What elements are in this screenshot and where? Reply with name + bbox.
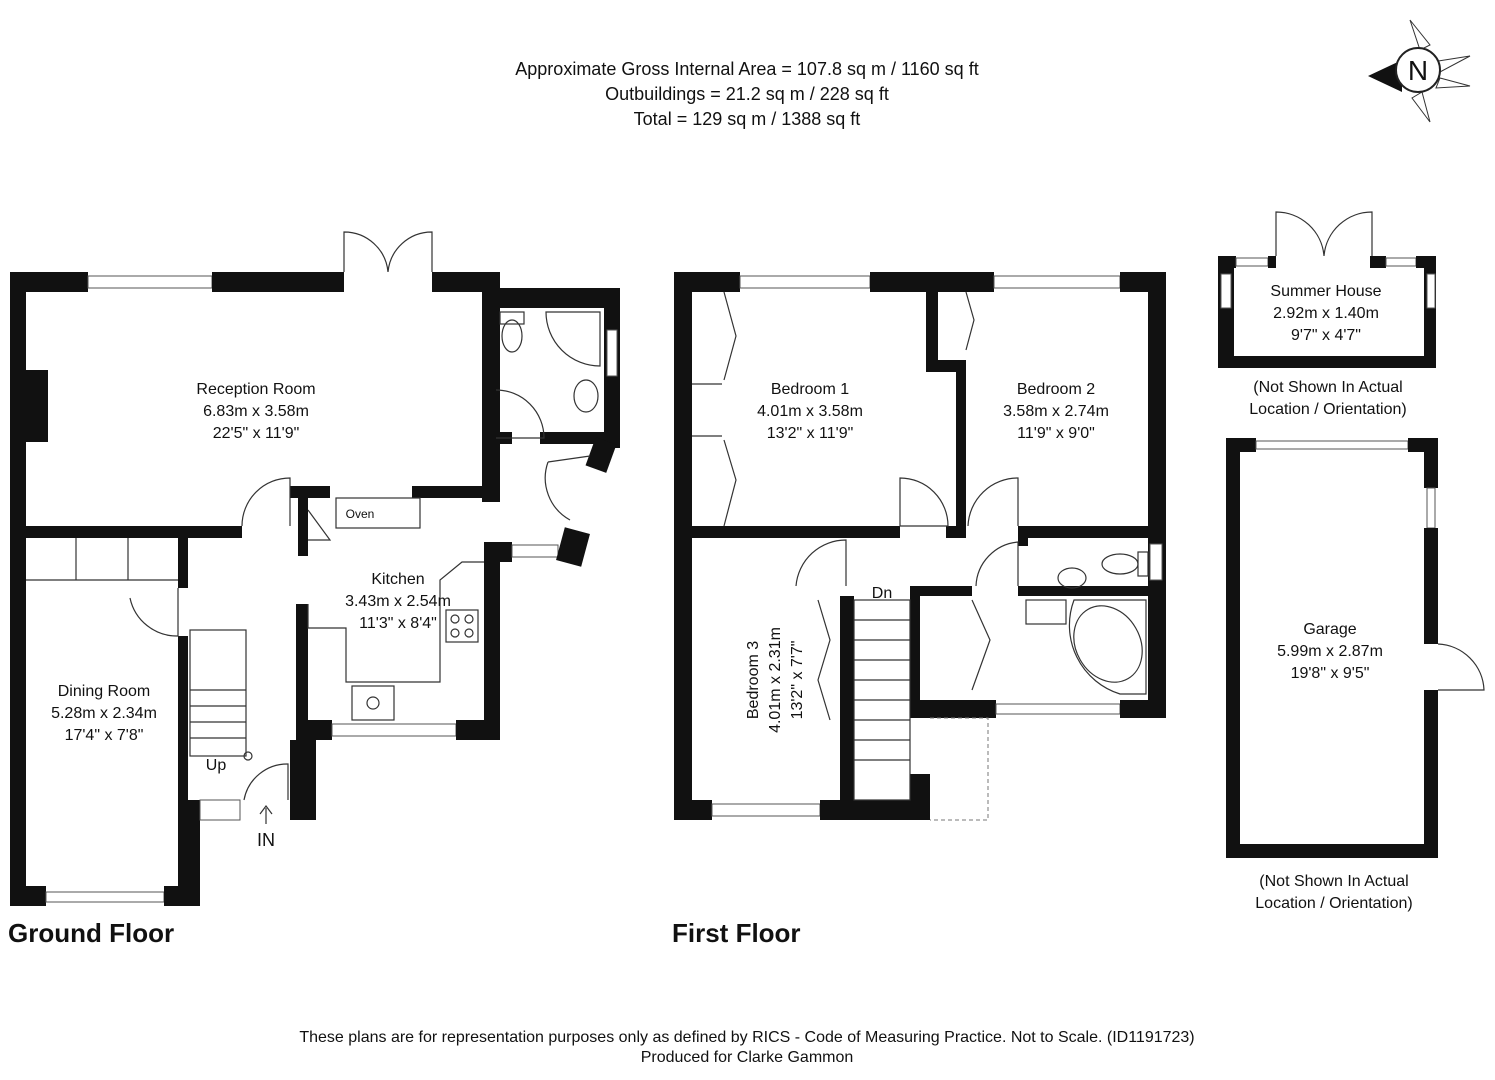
bedroom2-metric: 3.58m x 2.74m — [1003, 403, 1109, 420]
garage-plan: Garage 5.99m x 2.87m 19'8" x 9'5" (Not S… — [1226, 438, 1485, 912]
bedroom2-imperial: 11'9" x 9'0" — [1017, 425, 1095, 442]
disclaimer-text: These plans are for representation purpo… — [299, 1029, 1194, 1046]
bedroom2-name: Bedroom 2 — [1017, 381, 1095, 398]
area-summary: Approximate Gross Internal Area = 107.8 … — [515, 59, 978, 129]
garage-imperial: 19'8" x 9'5" — [1291, 665, 1370, 682]
summer-house-note-1: (Not Shown In Actual — [1253, 379, 1402, 396]
stairs-up-label: Up — [206, 757, 227, 774]
produced-for-text: Produced for Clarke Gammon — [641, 1049, 854, 1066]
bedroom3-imperial: 13'2" x 7'7" — [789, 641, 806, 720]
bedroom3-label-group: Bedroom 3 4.01m x 2.31m 13'2" x 7'7" — [745, 627, 806, 733]
ground-floor-title: Ground Floor — [8, 918, 174, 948]
total-area-text: Total = 129 sq m / 1388 sq ft — [634, 109, 861, 129]
garage-note-1: (Not Shown In Actual — [1259, 873, 1408, 890]
dining-room-name: Dining Room — [58, 683, 150, 700]
kitchen-metric: 3.43m x 2.54m — [345, 593, 451, 610]
summer-house-metric: 2.92m x 1.40m — [1273, 305, 1379, 322]
stairs-down-label: Dn — [872, 585, 892, 602]
summer-house-plan: Summer House 2.92m x 1.40m 9'7" x 4'7" (… — [1218, 211, 1436, 418]
bedroom1-name: Bedroom 1 — [771, 381, 849, 398]
outbuildings-area-text: Outbuildings = 21.2 sq m / 228 sq ft — [605, 84, 889, 104]
first-floor-plan: Bedroom 1 4.01m x 3.58m 13'2" x 11'9" Be… — [672, 272, 1166, 948]
garage-note-2: Location / Orientation) — [1255, 895, 1412, 912]
bedroom1-metric: 4.01m x 3.58m — [757, 403, 863, 420]
ground-floor-plan: Reception Room 6.83m x 3.58m 22'5" x 11'… — [8, 231, 620, 948]
compass-rose-icon: N — [1368, 19, 1471, 123]
reception-room-name: Reception Room — [196, 381, 315, 398]
kitchen-name: Kitchen — [371, 571, 424, 588]
summer-house-imperial: 9'7" x 4'7" — [1291, 327, 1361, 344]
summer-house-note-2: Location / Orientation) — [1249, 401, 1406, 418]
dining-room-imperial: 17'4" x 7'8" — [65, 727, 144, 744]
entrance-label: IN — [257, 830, 275, 850]
oven-label: Oven — [346, 507, 375, 521]
compass-north-label: N — [1408, 55, 1428, 86]
summer-house-name: Summer House — [1270, 283, 1381, 300]
gross-area-text: Approximate Gross Internal Area = 107.8 … — [515, 59, 978, 79]
garage-name: Garage — [1303, 621, 1356, 638]
kitchen-imperial: 11'3" x 8'4" — [359, 615, 437, 632]
garage-metric: 5.99m x 2.87m — [1277, 643, 1383, 660]
reception-room-imperial: 22'5" x 11'9" — [213, 425, 300, 442]
bedroom1-imperial: 13'2" x 11'9" — [767, 425, 854, 442]
bedroom3-metric: 4.01m x 2.31m — [767, 627, 784, 733]
footer: These plans are for representation purpo… — [299, 1029, 1194, 1066]
reception-room-metric: 6.83m x 3.58m — [203, 403, 309, 420]
dining-room-metric: 5.28m x 2.34m — [51, 705, 157, 722]
first-floor-title: First Floor — [672, 918, 801, 948]
bedroom3-name: Bedroom 3 — [745, 641, 762, 719]
